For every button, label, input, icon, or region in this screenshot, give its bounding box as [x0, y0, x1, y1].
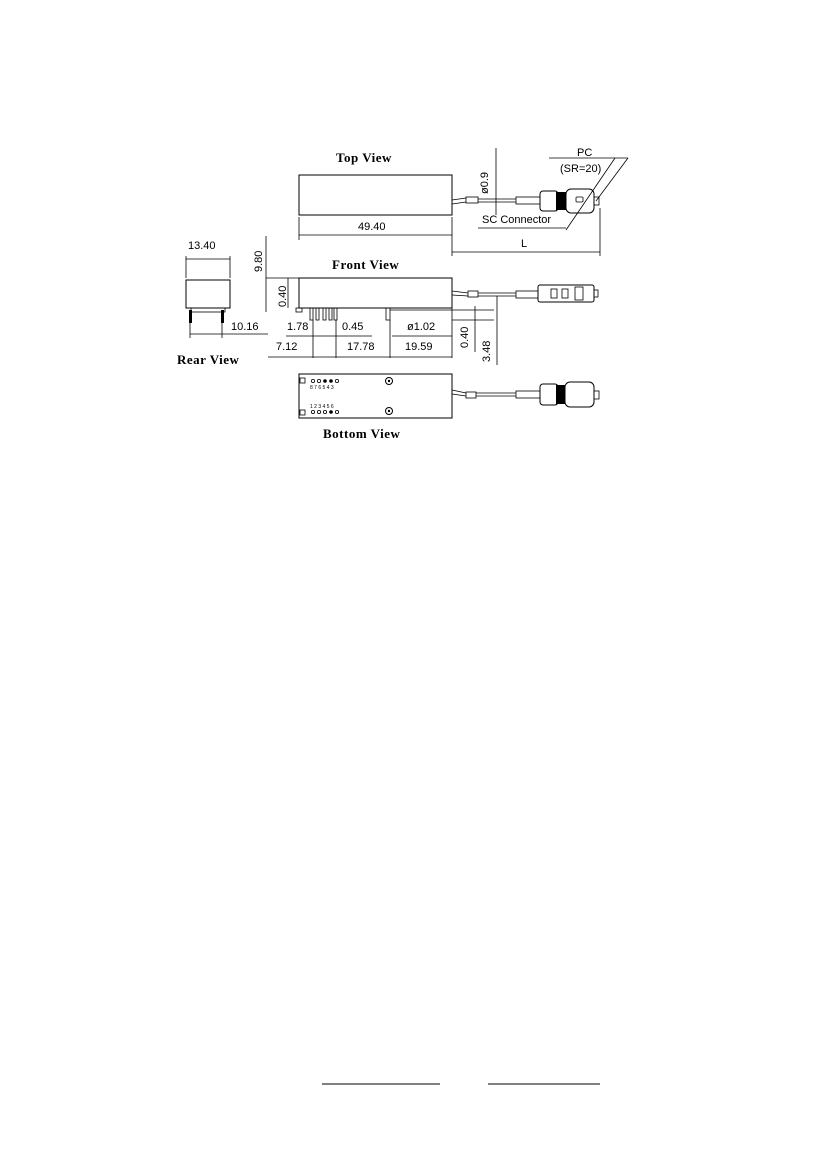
dim-19-59: 19.59	[405, 341, 433, 353]
mount-hole-2	[385, 407, 393, 415]
dim-body-length: 49.40	[358, 221, 386, 233]
rear-view-body	[185, 279, 231, 309]
top-view-title: Top View	[336, 150, 392, 165]
front-view: 9.80 Front View 0.40 1.78	[253, 236, 599, 365]
dim-1-78: 1.78	[287, 321, 308, 333]
dim-right-040: 0.40	[459, 327, 471, 348]
pc-label: PC	[577, 147, 592, 159]
fiber-boot	[465, 196, 479, 204]
dim-3-48: 3.48	[481, 341, 493, 362]
bottom-view-title: Bottom View	[323, 426, 400, 441]
dim-7-12: 7.12	[276, 341, 297, 353]
top-view: Top View ø0.9 PC (SR=20) SC Connector	[298, 147, 629, 256]
sc-connector-bottom	[539, 381, 600, 408]
bottom-pin-holes-bottom	[310, 409, 339, 414]
bottom-view-body	[298, 373, 453, 419]
fiber-strain-relief	[515, 196, 541, 205]
sc-connector-top	[539, 188, 600, 214]
rear-view-title: Rear View	[177, 352, 239, 367]
dim-17-78: 17.78	[347, 341, 375, 353]
dim-length-l: L	[521, 238, 527, 250]
dim-width: 13.40	[188, 240, 216, 252]
dim-height: 9.80	[253, 251, 265, 272]
bottom-view: 8 7 6 5 4 3 1 2 3 4 5 6 Bottom View	[298, 373, 600, 441]
mount-hole-1	[385, 377, 393, 385]
sc-connector-front	[537, 284, 599, 303]
sc-connector-label: SC Connector	[482, 214, 551, 226]
front-view-pins	[309, 307, 391, 321]
front-view-body	[298, 277, 453, 309]
pin-marks-bottom: 1 2 3 4 5 6	[310, 404, 334, 410]
sr-label: (SR=20)	[560, 163, 601, 175]
fiber-diameter-label: ø0.9	[479, 172, 491, 194]
top-view-body	[298, 174, 453, 216]
rear-view: 13.40 10.16 Rear View	[177, 240, 268, 367]
dim-pin-diameter: ø1.02	[407, 321, 435, 333]
dim-0-45: 0.45	[342, 321, 363, 333]
dim-front-040: 0.40	[277, 286, 289, 307]
pin-marks-top: 8 7 6 5 4 3	[310, 385, 334, 391]
dim-10-16: 10.16	[231, 321, 259, 333]
front-view-title: Front View	[332, 257, 399, 272]
bottom-pin-holes-top	[310, 378, 339, 383]
